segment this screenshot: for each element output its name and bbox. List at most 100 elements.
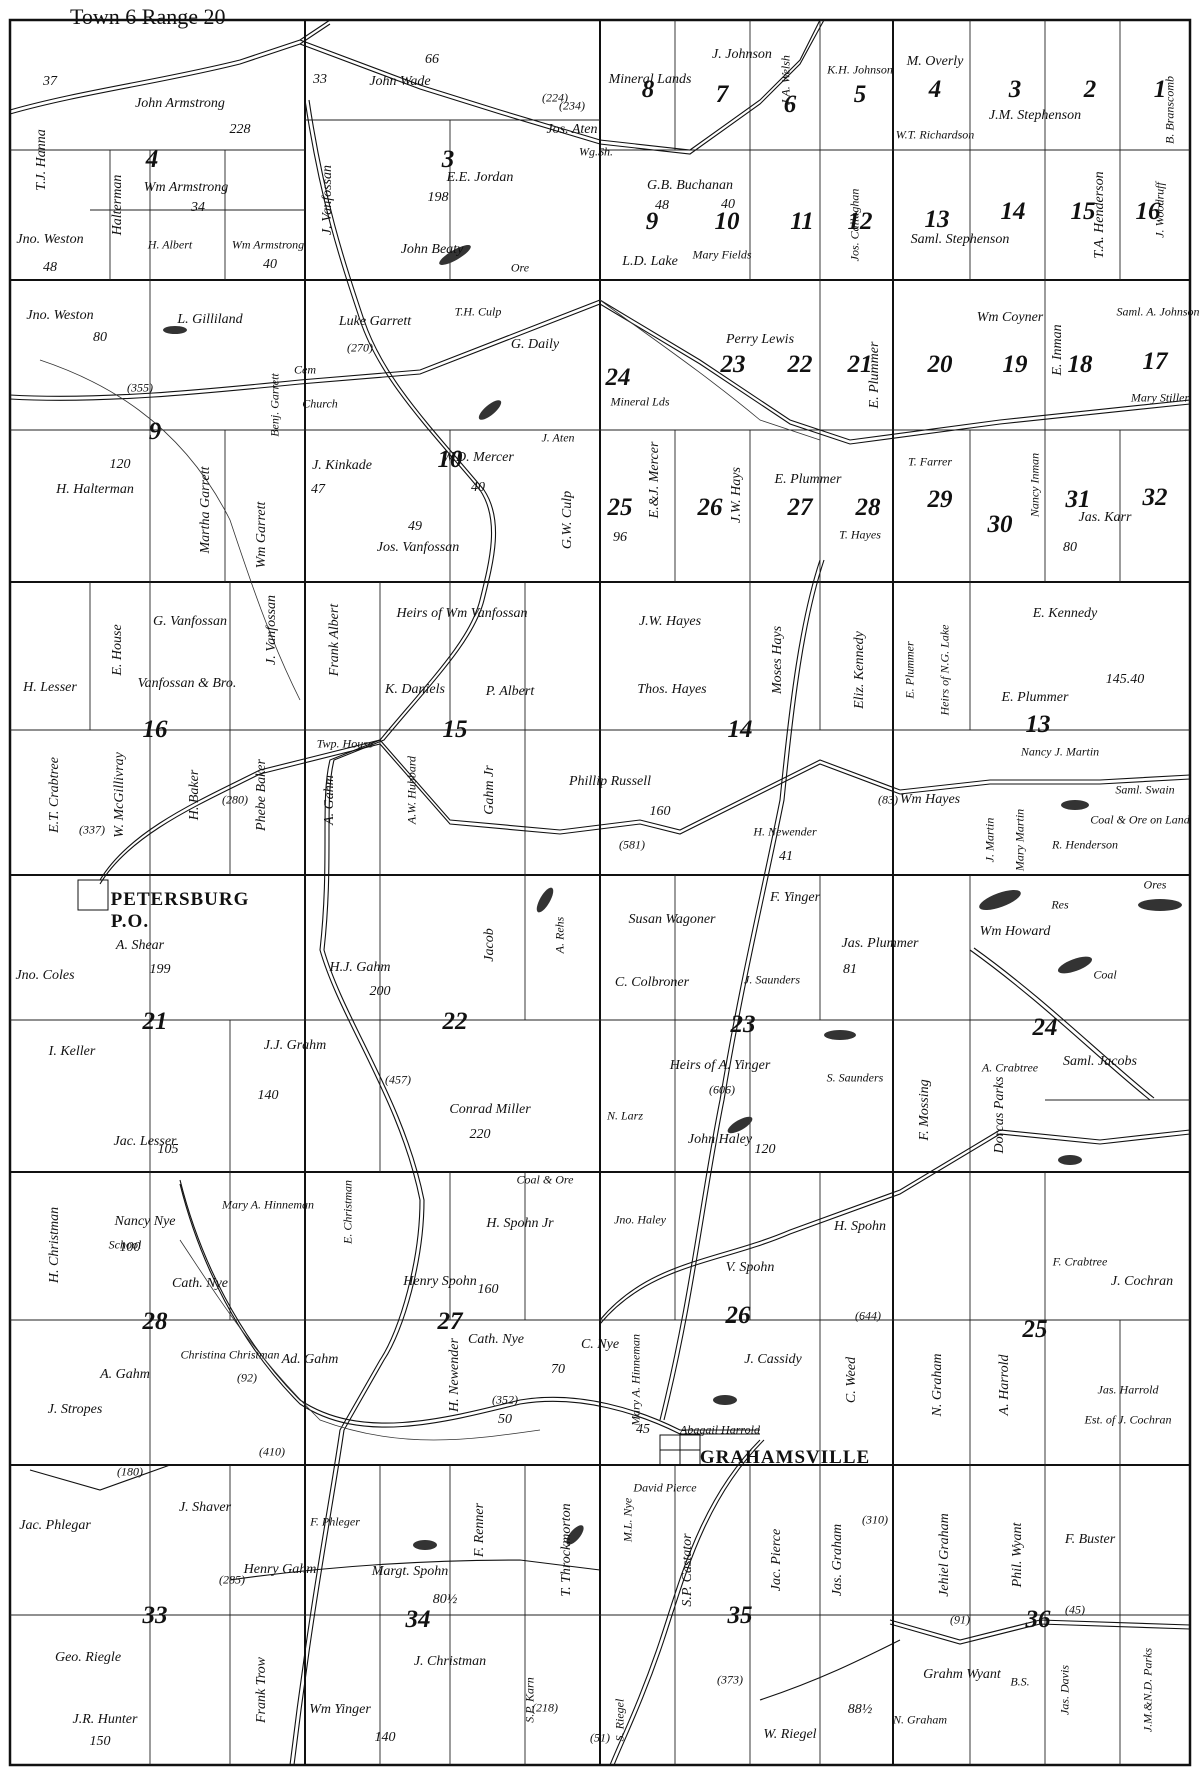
section-number: 22 <box>442 1008 468 1035</box>
owner-label: G.W. Culp <box>560 490 575 550</box>
owner-label: Susan Wagoner <box>628 912 716 927</box>
owner-label: Christina Christman <box>180 1347 280 1362</box>
section-number: 11 <box>790 208 814 235</box>
owner-label: Jos. Aten <box>546 122 598 137</box>
road-number-label: (581) <box>619 837 645 852</box>
owner-label: Est. of J. Cochran <box>1084 1412 1172 1427</box>
owner-label: Frank Albert <box>327 603 342 677</box>
acreage-label: 160 <box>477 1282 499 1297</box>
owner-label: H. Albert <box>147 237 193 252</box>
owner-label: C. Weed <box>844 1356 859 1404</box>
owner-label: H. Newender <box>753 824 817 839</box>
owner-label: Phil. Wyant <box>1010 1522 1025 1588</box>
acreage-label: 220 <box>469 1127 491 1142</box>
owner-label: F. Crabtree <box>1052 1254 1108 1269</box>
section-number: 24 <box>605 364 631 391</box>
owner-label: Wm Armstrong <box>231 237 305 252</box>
parcel-lines <box>10 20 1190 1765</box>
acreage-label: 40 <box>263 257 277 272</box>
acreage-label: 34 <box>191 200 205 215</box>
owner-label: G. Daily <box>510 337 560 352</box>
section-number: 12 <box>847 208 873 235</box>
section-number: 16 <box>1135 198 1161 225</box>
owner-label: Phillip Russell <box>568 774 652 789</box>
road-number-label: (92) <box>237 1370 257 1385</box>
owner-label: Wm Yinger <box>309 1702 371 1717</box>
owner-label: H. Spohn <box>833 1219 887 1234</box>
owner-label: J.M. Stephenson <box>988 108 1082 123</box>
owner-label: Saml. Swain <box>1115 782 1175 797</box>
owner-label: F. Mossing <box>917 1079 932 1141</box>
acreage-label: 140 <box>257 1088 279 1103</box>
owner-label: Henry Spohn <box>403 1274 477 1289</box>
owner-label: Margt. Spohn <box>371 1564 449 1579</box>
owner-label: Mary Stiller <box>1130 390 1190 405</box>
owner-label: Gahm Jr <box>482 765 497 815</box>
section-number: 27 <box>437 1308 463 1335</box>
owner-label: Jno. Coles <box>15 968 75 983</box>
owner-label: Saml. A. Johnson <box>1116 304 1200 319</box>
owner-label: Cath. Nye <box>172 1276 228 1291</box>
owner-label: Jacob <box>482 928 497 962</box>
owner-label: Luke Garrett <box>338 314 412 329</box>
acreage-label: 33 <box>313 72 327 87</box>
section-number: 10 <box>714 208 740 235</box>
owner-label: David Pierce <box>633 1480 697 1495</box>
section-number: 33 <box>142 1602 168 1629</box>
owner-label: Perry Lewis <box>725 332 795 347</box>
owner-label: J. Johnson <box>712 47 772 62</box>
owner-label: Jos. Callaghan <box>847 188 862 262</box>
owner-label: John Haley <box>687 1132 753 1147</box>
owner-label: Wm Garrett <box>254 501 269 569</box>
owner-label: Eliz. Kennedy <box>852 631 867 709</box>
road-number-label: (373) <box>717 1672 743 1687</box>
road-number-label: (234) <box>559 98 585 113</box>
owner-label: T.H. Culp <box>454 304 502 319</box>
coal-label: Coal <box>1093 967 1117 982</box>
owner-label: J. Aten <box>541 430 575 445</box>
owner-label: Jno. Haley <box>614 1212 666 1227</box>
section-number: 15 <box>442 716 468 743</box>
acreage-label: 70 <box>551 1362 565 1377</box>
road-number-label: (285) <box>219 1572 245 1587</box>
owner-label: J.R. Hunter <box>72 1712 138 1727</box>
owner-label: I. Keller <box>48 1044 96 1059</box>
section-number: 23 <box>720 351 746 378</box>
section-number: 1 <box>1153 76 1167 103</box>
acreage-label: 48 <box>43 260 57 275</box>
owner-label: Martha Garrett <box>198 466 213 554</box>
section-number: 21 <box>142 1008 168 1035</box>
owner-label: Mary Fields <box>692 247 752 262</box>
road-number-label: (45) <box>1065 1602 1085 1617</box>
owner-label: L. Gilliland <box>177 312 243 327</box>
owner-label: J.J. Grahm <box>263 1038 327 1053</box>
owner-label: J. Cochran <box>1110 1274 1174 1289</box>
owner-label: Jac. Phlegar <box>19 1518 91 1533</box>
owner-label: V. Spohn <box>725 1260 775 1275</box>
owner-label: F. Buster <box>1064 1532 1116 1547</box>
owner-label: Dorcas Parks <box>992 1076 1007 1154</box>
acreage-label: 37 <box>43 74 57 89</box>
owner-label: E. Plummer <box>902 641 917 699</box>
owner-label: Wm Hayes <box>899 792 961 807</box>
wagon-shop-label: Wg.Sh. <box>579 144 613 159</box>
owner-label: J. Cassidy <box>744 1352 802 1367</box>
section-number: 36 <box>1025 1606 1051 1633</box>
acreage-label: 80 <box>93 330 107 345</box>
owner-label: S.P. Castator <box>680 1533 695 1607</box>
owner-label: Frank Trow <box>254 1657 269 1723</box>
owner-label: Jac. Pierce <box>769 1528 784 1592</box>
owner-label: J.A. Welsh <box>778 55 793 105</box>
owner-label: G.B. Buchanan <box>647 178 733 193</box>
roads <box>9 19 1191 1766</box>
coal-ore-on-land-label: Coal & Ore on Land <box>1090 812 1190 827</box>
owner-label: E. Inman <box>1050 324 1065 376</box>
owner-label: E. Plummer <box>774 472 842 487</box>
owner-label: T. Hayes <box>839 527 881 542</box>
owner-label: K. Daniels <box>385 682 445 697</box>
section-number: 4 <box>928 76 942 103</box>
owner-label: Jno. Weston <box>16 232 84 247</box>
owner-label: N. Larz <box>606 1108 644 1123</box>
owner-label: L.D. Lake <box>622 254 678 269</box>
owner-label: F. Renner <box>472 1502 487 1558</box>
